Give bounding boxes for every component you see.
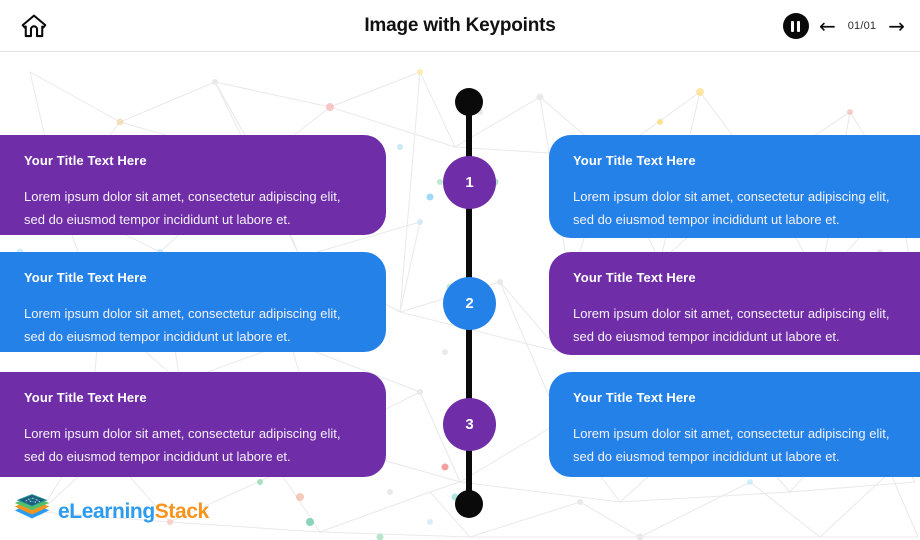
keypoint-card-right-2-title: Your Title Text Here — [573, 270, 696, 285]
timeline-node-2[interactable]: 2 — [443, 277, 496, 330]
keypoint-card-left-3-title: Your Title Text Here — [24, 390, 147, 405]
timeline-cap-top — [455, 88, 483, 116]
keypoint-card-right-3[interactable]: Your Title Text Here Lorem ipsum dolor s… — [549, 372, 920, 477]
home-icon — [21, 14, 47, 38]
stacked-layers-icon — [14, 494, 50, 519]
next-slide-arrow-icon[interactable]: → — [888, 14, 905, 38]
keypoint-card-right-2-body: Lorem ipsum dolor sit amet, consectetur … — [573, 306, 890, 344]
keypoint-card-left-1-body: Lorem ipsum dolor sit amet, consectetur … — [24, 189, 341, 227]
brand-word-elearning: eLearning — [58, 500, 155, 523]
timeline-node-3[interactable]: 3 — [443, 398, 496, 451]
brand-word-stack: Stack — [154, 500, 209, 523]
timeline-node-2-label: 2 — [465, 295, 474, 312]
playback-controls: ← 01/01 → — [782, 0, 906, 52]
keypoint-card-left-3-body: Lorem ipsum dolor sit amet, consectetur … — [24, 426, 341, 464]
keypoint-card-right-1-title: Your Title Text Here — [573, 153, 696, 168]
brand-logo: eLearningStack — [12, 492, 209, 532]
keypoint-card-left-2-body: Lorem ipsum dolor sit amet, consectetur … — [24, 306, 341, 344]
keypoint-card-left-3[interactable]: Your Title Text Here Lorem ipsum dolor s… — [0, 372, 386, 477]
timeline-node-1[interactable]: 1 — [443, 156, 496, 209]
keypoint-card-right-2[interactable]: Your Title Text Here Lorem ipsum dolor s… — [549, 252, 920, 355]
keypoint-card-left-1[interactable]: Your Title Text Here Lorem ipsum dolor s… — [0, 135, 386, 235]
slide-content: 1 2 3 Your Title Text Here Lorem ipsum d… — [0, 52, 920, 540]
home-button[interactable] — [16, 8, 52, 44]
keypoint-card-right-1[interactable]: Your Title Text Here Lorem ipsum dolor s… — [549, 135, 920, 238]
keypoint-card-left-1-title: Your Title Text Here — [24, 153, 147, 168]
timeline-cap-bottom — [455, 490, 483, 518]
brand-logo-text: eLearningStack — [58, 500, 209, 524]
top-toolbar: Image with Keypoints ← 01/01 → — [0, 0, 920, 52]
slide-counter: 01/01 — [847, 20, 877, 32]
page-title: Image with Keypoints — [364, 15, 556, 36]
keypoint-card-right-3-body: Lorem ipsum dolor sit amet, consectetur … — [573, 426, 890, 464]
pause-bar-right — [797, 20, 801, 32]
timeline-node-3-label: 3 — [465, 416, 474, 433]
keypoint-card-right-3-title: Your Title Text Here — [573, 390, 696, 405]
pause-bar-left — [791, 20, 795, 32]
keypoint-card-right-1-body: Lorem ipsum dolor sit amet, consectetur … — [573, 189, 890, 227]
keypoint-card-left-2[interactable]: Your Title Text Here Lorem ipsum dolor s… — [0, 252, 386, 352]
timeline-node-1-label: 1 — [465, 174, 474, 191]
keypoint-card-left-2-title: Your Title Text Here — [24, 270, 147, 285]
previous-slide-arrow-icon[interactable]: ← — [818, 14, 836, 38]
pause-button[interactable] — [782, 13, 809, 39]
